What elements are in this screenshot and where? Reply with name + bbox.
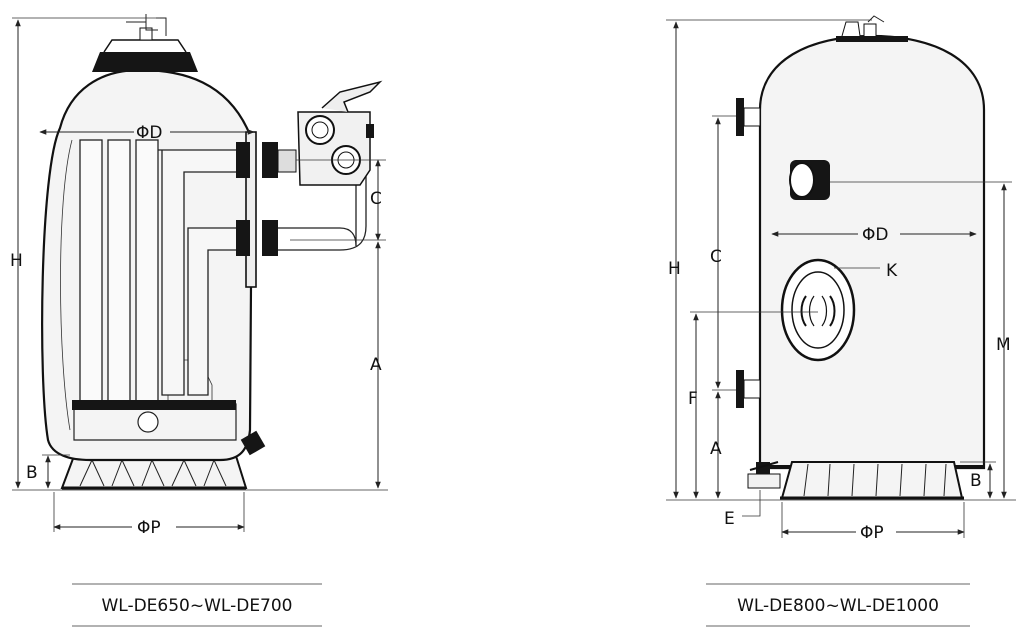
dim-a-left: A	[370, 355, 382, 375]
drain-plug-left	[240, 430, 266, 456]
tank-body-right	[758, 34, 986, 470]
caption-left: WL-DE650~WL-DE700	[101, 596, 292, 616]
dim-b-left: B	[26, 463, 38, 483]
tank-base-right	[780, 461, 964, 500]
filter-drawing-large: H C A F ΦD K M B E ΦP WL-DE800~WL-DE1000	[666, 15, 1016, 627]
manhole-cover	[780, 258, 856, 362]
multiport-valve	[297, 80, 383, 186]
label-e: E	[724, 509, 735, 529]
connector-upper-left	[236, 142, 297, 178]
dim-c-right: C	[710, 247, 722, 267]
laterals-left	[72, 139, 237, 441]
dim-h-right: H	[668, 259, 681, 279]
dim-f-right: F	[688, 389, 698, 409]
dim-d-left: ΦD	[136, 123, 162, 143]
tank-lid-left	[92, 14, 198, 72]
dim-p-right: ΦP	[860, 523, 884, 543]
side-port	[789, 160, 830, 200]
dim-c-left: C	[370, 189, 382, 209]
drain-valve	[747, 461, 781, 489]
dim-b-right: B	[970, 471, 982, 491]
connector-lower-left	[236, 160, 367, 256]
tank-lid-right	[836, 15, 908, 42]
filter-drawing-small: H ΦD C A B ΦP WL-DE650~WL-DE700	[10, 14, 388, 627]
dim-d-right: ΦD	[862, 225, 888, 245]
flange-upper	[736, 98, 761, 136]
dim-h-left: H	[10, 251, 23, 271]
dim-p-left: ΦP	[137, 518, 161, 538]
label-k: K	[886, 261, 898, 281]
caption-right: WL-DE800~WL-DE1000	[737, 596, 939, 616]
dim-a-right: A	[710, 439, 722, 459]
dim-m-right: M	[996, 335, 1011, 355]
flange-lower	[736, 370, 761, 408]
